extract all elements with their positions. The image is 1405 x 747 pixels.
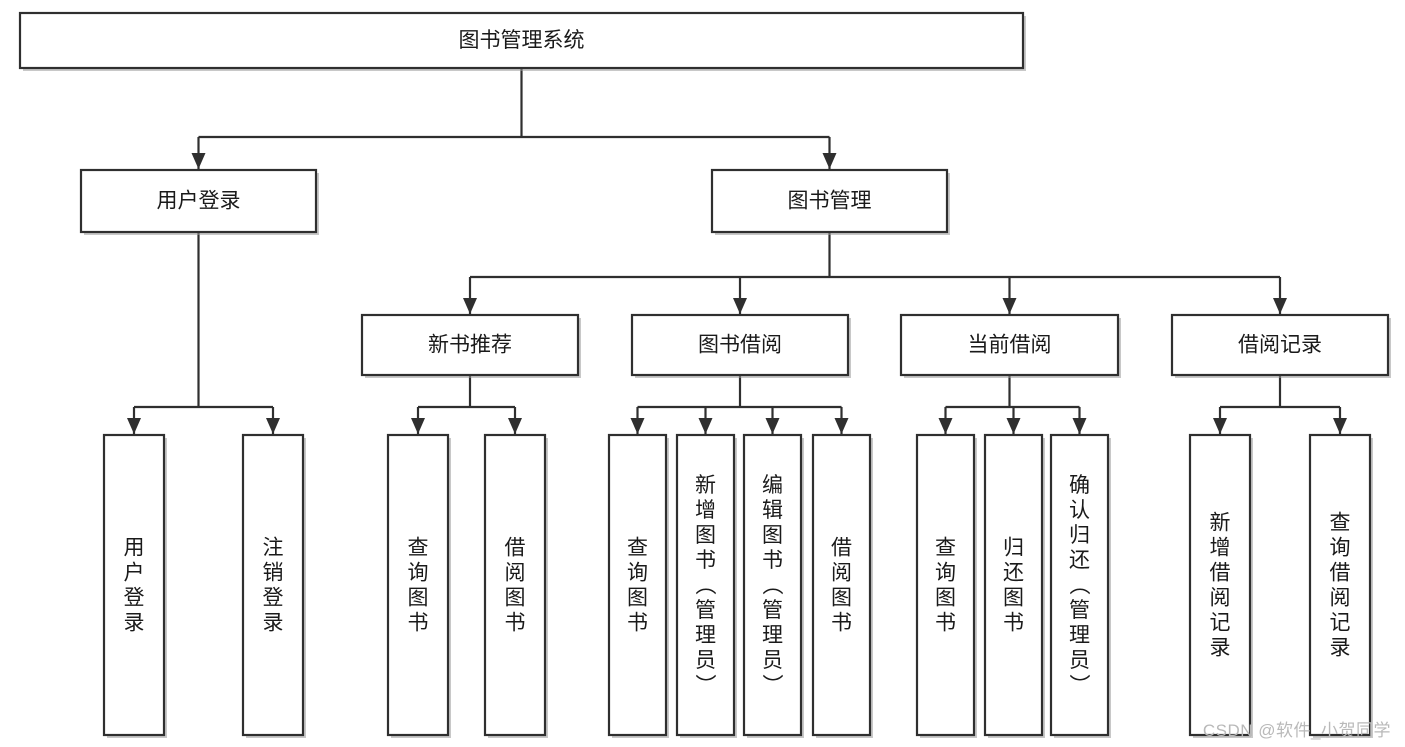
arrow-head-icon	[733, 298, 747, 314]
node-label: 查询借阅记录	[1330, 512, 1351, 660]
csdn-watermark: CSDN @软件_小贺同学	[1202, 721, 1391, 740]
edge-group-borrow-record	[1213, 375, 1347, 434]
node-current-borrow[interactable]: 当前借阅	[899, 313, 1121, 378]
arrow-head-icon	[938, 418, 953, 434]
node-book-borrow[interactable]: 图书借阅	[630, 313, 851, 378]
node-label: 图书管理系统	[459, 29, 585, 52]
node-leaf-borrow-add-book[interactable]: 新增图书（管理员）	[675, 433, 737, 738]
node-label: 查询图书	[408, 537, 429, 635]
arrow-head-icon	[1333, 418, 1347, 434]
arrow-head-icon	[127, 418, 141, 434]
arrow-head-icon	[411, 418, 425, 434]
edge-group-book-borrow	[630, 375, 849, 434]
node-label: 借阅图书	[831, 537, 852, 635]
node-layer: 图书管理系统用户登录图书管理新书推荐图书借阅当前借阅借阅记录用户登录注销登录查询…	[18, 11, 1391, 738]
node-borrow-record[interactable]: 借阅记录	[1170, 313, 1391, 378]
node-leaf-rec-query-book[interactable]: 查询图书	[386, 433, 451, 738]
arrow-head-icon	[1002, 298, 1017, 314]
node-root[interactable]: 图书管理系统	[18, 11, 1026, 71]
node-leaf-rec-borrow-book[interactable]: 借阅图书	[483, 433, 548, 738]
node-label: 新增借阅记录	[1210, 512, 1231, 660]
node-label: 编辑图书（管理员）	[762, 474, 784, 697]
node-leaf-borrow-query-book[interactable]: 查询图书	[607, 433, 669, 738]
node-leaf-user-login[interactable]: 用户登录	[102, 433, 167, 738]
arrow-head-icon	[1072, 418, 1087, 434]
arrow-head-icon	[191, 153, 206, 169]
node-label: 确认归还（管理员）	[1069, 474, 1091, 697]
node-label: 图书借阅	[698, 334, 782, 357]
arrow-head-icon	[698, 418, 713, 434]
arrow-head-icon	[1213, 418, 1227, 434]
node-label: 借阅图书	[505, 537, 526, 635]
node-label: 新书推荐	[428, 334, 512, 357]
node-leaf-borrow-borrow-book[interactable]: 借阅图书	[811, 433, 873, 738]
node-label: 当前借阅	[968, 334, 1052, 357]
node-label: 新增图书（管理员）	[695, 474, 717, 697]
arrow-head-icon	[834, 418, 849, 434]
edge-group-user-login	[127, 232, 280, 434]
node-label: 借阅记录	[1238, 334, 1322, 357]
edge-group-root	[191, 68, 837, 169]
arrow-head-icon	[822, 153, 837, 169]
node-leaf-borrow-edit-book[interactable]: 编辑图书（管理员）	[742, 433, 804, 738]
node-label: 用户登录	[124, 537, 145, 635]
edge-group-current-borrow	[938, 375, 1087, 434]
node-label: 图书管理	[788, 190, 872, 213]
node-book-manage[interactable]: 图书管理	[710, 168, 950, 235]
arrow-head-icon	[1273, 298, 1287, 314]
node-label: 用户登录	[157, 190, 241, 213]
node-leaf-logout[interactable]: 注销登录	[241, 433, 306, 738]
arrow-head-icon	[508, 418, 522, 434]
node-label: 查询图书	[627, 537, 648, 635]
connector-layer	[127, 68, 1347, 434]
node-label: 注销登录	[263, 537, 284, 635]
node-label: 查询图书	[935, 537, 956, 635]
node-user-login[interactable]: 用户登录	[79, 168, 319, 235]
node-leaf-current-confirm-return[interactable]: 确认归还（管理员）	[1049, 433, 1111, 738]
arrow-head-icon	[266, 418, 280, 434]
node-leaf-current-return-book[interactable]: 归还图书	[983, 433, 1045, 738]
edge-group-new-book-recommend	[411, 375, 522, 434]
node-leaf-current-query-book[interactable]: 查询图书	[915, 433, 977, 738]
node-leaf-record-query[interactable]: 查询借阅记录	[1308, 433, 1373, 738]
arrow-head-icon	[630, 418, 645, 434]
arrow-head-icon	[463, 298, 477, 314]
arrow-head-icon	[765, 418, 780, 434]
node-leaf-record-add[interactable]: 新增借阅记录	[1188, 433, 1253, 738]
node-new-book-recommend[interactable]: 新书推荐	[360, 313, 581, 378]
edge-group-book-manage	[463, 232, 1287, 314]
arrow-head-icon	[1006, 418, 1021, 434]
node-label: 归还图书	[1003, 537, 1024, 635]
